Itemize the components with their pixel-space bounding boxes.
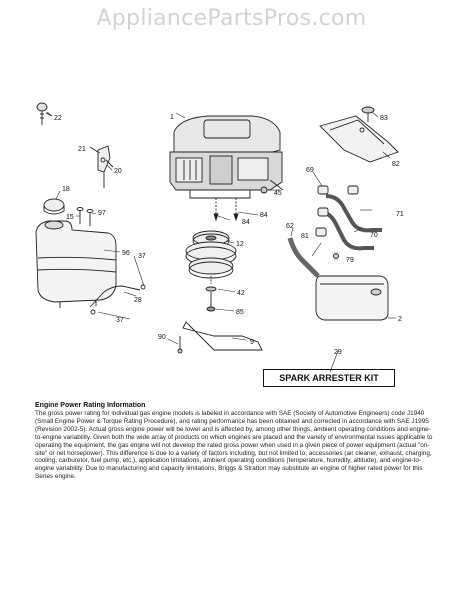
callout-22: 22	[54, 115, 62, 122]
callout-15: 15	[66, 214, 74, 221]
part-69-70-71-exhaust	[315, 185, 382, 251]
callout-69: 69	[306, 167, 314, 174]
callout-84b: 84	[260, 212, 268, 219]
callout-79: 79	[346, 257, 354, 264]
callout-83: 83	[380, 115, 388, 122]
engine-power-rating-notes: Engine Power Rating Information The gros…	[35, 402, 435, 481]
part-82-heat-shield	[319, 106, 399, 163]
callout-62: 62	[286, 223, 294, 230]
callout-labels: 1 2 9 12 15 18 20 21 22 28 29 37 37 42 4…	[54, 114, 404, 356]
callout-70: 70	[370, 232, 378, 239]
callout-71: 71	[396, 211, 404, 218]
part-20-21-bracket	[89, 145, 114, 188]
part-15-97-fasteners	[76, 207, 94, 226]
part-9-rod	[177, 321, 263, 354]
notes-body: The gross power rating for individual ga…	[35, 410, 433, 481]
notes-title: Engine Power Rating Information	[35, 402, 146, 409]
spark-arrester-kit-label: SPARK ARRESTER KIT	[263, 369, 395, 387]
part-18-fuel-cap	[43, 198, 65, 215]
callout-1: 1	[170, 114, 174, 121]
part-2-muffler	[315, 275, 389, 321]
callout-18: 18	[62, 186, 70, 193]
part-1-engine	[169, 115, 284, 199]
callout-20: 20	[114, 168, 122, 175]
part-84-bolts	[213, 198, 239, 222]
part-12-pulley	[185, 230, 237, 284]
part-81-pipe	[287, 237, 320, 278]
part-28-strap	[89, 284, 146, 315]
callout-12: 12	[236, 241, 244, 248]
callout-84a: 84	[242, 219, 250, 226]
callout-90: 90	[158, 334, 166, 341]
callout-96: 96	[122, 250, 130, 257]
part-45-bolt	[260, 186, 268, 194]
callout-28: 28	[134, 297, 142, 304]
callout-37b: 37	[116, 317, 124, 324]
part-96-fuel-tank	[35, 220, 117, 308]
callout-29: 29	[334, 349, 342, 356]
part-42-85-washer-bolt	[205, 286, 217, 312]
callout-9: 9	[250, 339, 254, 346]
callout-82: 82	[392, 161, 400, 168]
callout-45: 45	[274, 190, 282, 197]
callout-37a: 37	[138, 253, 146, 260]
callout-42: 42	[237, 290, 245, 297]
watermark: AppliancePartsPros.com	[96, 6, 367, 31]
part-79-fastener	[333, 253, 339, 259]
callout-2: 2	[398, 316, 402, 323]
callout-21: 21	[78, 146, 86, 153]
callout-81: 81	[301, 233, 309, 240]
callout-85: 85	[236, 309, 244, 316]
callout-97: 97	[98, 210, 106, 217]
